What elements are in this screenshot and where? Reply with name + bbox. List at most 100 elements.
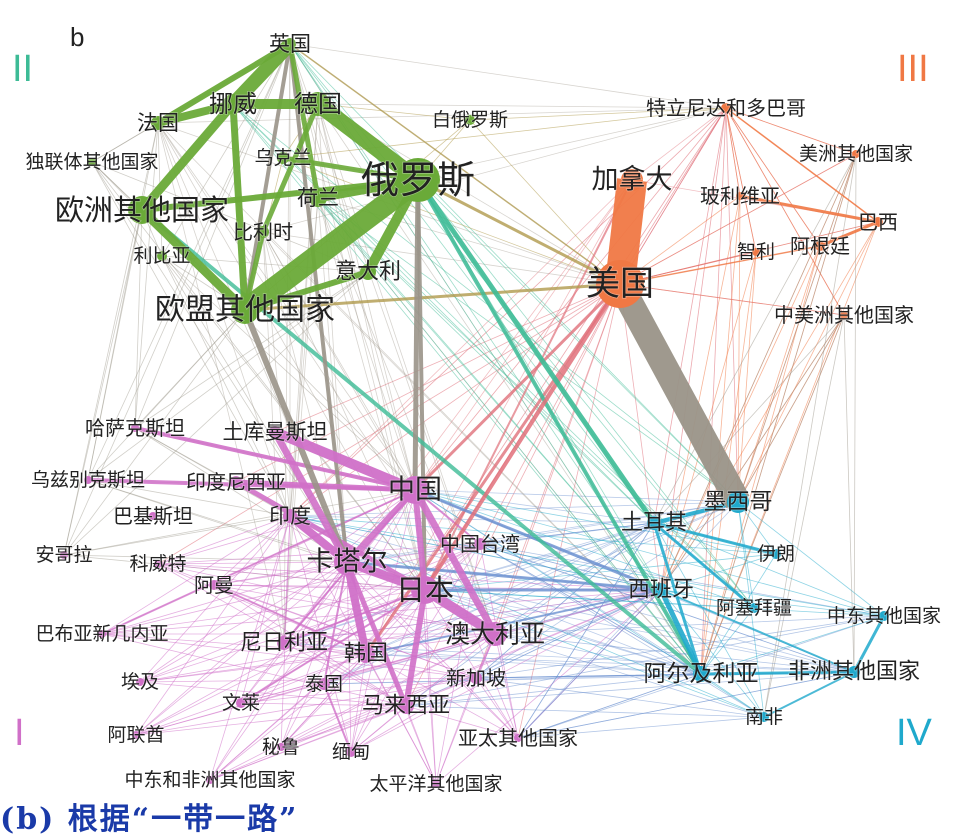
- node-peru[interactable]: [277, 743, 285, 751]
- edge-middle_east_other-turkey: [653, 522, 885, 617]
- node-europe_other[interactable]: [128, 196, 156, 224]
- node-eu_other[interactable]: [231, 296, 259, 324]
- edge-egypt-spain: [139, 589, 662, 683]
- node-india[interactable]: [283, 509, 297, 523]
- node-africa_other[interactable]: [848, 666, 860, 678]
- node-mexico[interactable]: [727, 491, 749, 513]
- edge-cis-qatar: [91, 161, 348, 563]
- edge-png-japan: [101, 589, 426, 635]
- node-chile[interactable]: [752, 248, 760, 256]
- node-nigeria[interactable]: [277, 636, 291, 650]
- edge-bolivia-mexico: [737, 195, 741, 503]
- edge-usa-india: [289, 283, 621, 517]
- node-label-brunei: 文莱: [222, 692, 260, 714]
- edge-malaysia-africa_other: [405, 671, 855, 707]
- node-americas_other[interactable]: [852, 150, 860, 158]
- node-malaysia[interactable]: [398, 698, 414, 714]
- node-label-uzbekistan: 乌兹别克斯坦: [31, 469, 145, 491]
- edge-uk-trinidad: [289, 43, 727, 109]
- node-ukraine[interactable]: [277, 152, 289, 164]
- edge-iran-china: [414, 489, 777, 555]
- node-png[interactable]: [98, 630, 106, 638]
- node-belgium[interactable]: [257, 226, 269, 238]
- edge-myanmar-thailand: [323, 683, 352, 753]
- edge-algeria-india: [289, 515, 702, 675]
- edge-bolivia-usa: [619, 195, 741, 285]
- node-pakistan[interactable]: [149, 512, 157, 520]
- edge-apac_other-japan: [424, 589, 519, 739]
- edge-central_america-trinidad: [725, 107, 845, 316]
- node-iran[interactable]: [771, 549, 781, 559]
- node-middle_east_other[interactable]: [879, 611, 889, 621]
- node-libya[interactable]: [157, 251, 167, 261]
- node-italy[interactable]: [360, 264, 376, 280]
- node-usa[interactable]: [596, 260, 644, 308]
- node-mena_other[interactable]: [206, 776, 214, 784]
- node-uk[interactable]: [284, 38, 296, 50]
- node-germany[interactable]: [306, 92, 330, 116]
- node-australia[interactable]: [483, 622, 507, 646]
- node-azerbaijan[interactable]: [749, 603, 759, 613]
- node-japan[interactable]: [411, 576, 439, 604]
- edge-trinidad-algeria: [700, 107, 727, 675]
- node-thailand[interactable]: [318, 678, 330, 690]
- edge-belarus-germany: [317, 103, 471, 121]
- edge-apac_other-singapore: [475, 677, 519, 739]
- node-label-algeria: 阿尔及利亚: [644, 661, 759, 687]
- node-apac_other[interactable]: [514, 734, 522, 742]
- edge-peru-australia: [280, 633, 496, 748]
- node-kazakhstan[interactable]: [131, 424, 139, 432]
- edge-azerbaijan-algeria: [700, 607, 755, 675]
- edge-france-trinidad: [157, 107, 727, 124]
- edge-spain-africa_other: [660, 589, 855, 673]
- node-oman[interactable]: [209, 580, 219, 590]
- panel-label: b: [70, 22, 85, 52]
- node-argentina[interactable]: [815, 241, 825, 251]
- node-spain[interactable]: [654, 583, 668, 597]
- edge-central_america-turkey: [653, 314, 845, 524]
- node-taiwan[interactable]: [474, 538, 486, 550]
- edge-mena_other-spain: [209, 589, 662, 781]
- edge-azerbaijan-turkey: [652, 521, 756, 610]
- node-angola[interactable]: [60, 551, 68, 559]
- node-uae[interactable]: [132, 731, 140, 739]
- node-label-belgium: 比利时: [233, 220, 293, 244]
- node-france[interactable]: [151, 116, 165, 130]
- node-central_america[interactable]: [840, 311, 848, 319]
- node-canada[interactable]: [621, 169, 643, 191]
- edge-norway-france: [157, 100, 234, 127]
- edge-mexico-turkey: [652, 500, 740, 525]
- node-kuwait[interactable]: [154, 560, 162, 568]
- node-myanmar[interactable]: [346, 747, 356, 757]
- node-brunei[interactable]: [236, 698, 246, 708]
- node-belarus[interactable]: [465, 115, 475, 125]
- node-singapore[interactable]: [470, 672, 482, 684]
- node-uzbekistan[interactable]: [84, 476, 92, 484]
- node-turkey[interactable]: [647, 516, 661, 530]
- node-bolivia[interactable]: [736, 192, 744, 200]
- edge-trinidad-turkey: [653, 107, 727, 524]
- node-pacific_other[interactable]: [432, 780, 440, 788]
- edge-china-japan: [412, 489, 428, 591]
- edge-americas_other-mexico: [737, 153, 857, 503]
- node-netherlands[interactable]: [309, 189, 327, 207]
- node-norway[interactable]: [223, 94, 243, 114]
- edge-myanmar-singapore: [350, 677, 477, 753]
- edge-uk-mexico: [289, 43, 739, 503]
- node-russia[interactable]: [396, 158, 440, 202]
- node-south_africa[interactable]: [759, 712, 769, 722]
- node-indonesia[interactable]: [230, 476, 242, 488]
- node-china[interactable]: [401, 476, 429, 504]
- node-turkmenistan[interactable]: [269, 426, 281, 438]
- edge-uk-qatar: [288, 42, 349, 564]
- node-brazil[interactable]: [873, 217, 883, 227]
- node-egypt[interactable]: [136, 678, 144, 686]
- node-algeria[interactable]: [693, 666, 709, 682]
- node-korea[interactable]: [357, 645, 375, 663]
- edge-cis-japan: [91, 161, 426, 591]
- edge-angola-france: [63, 122, 159, 556]
- node-qatar[interactable]: [334, 549, 360, 575]
- node-cis[interactable]: [88, 158, 96, 166]
- edge-netherlands-azerbaijan: [317, 197, 755, 609]
- node-trinidad[interactable]: [721, 103, 731, 113]
